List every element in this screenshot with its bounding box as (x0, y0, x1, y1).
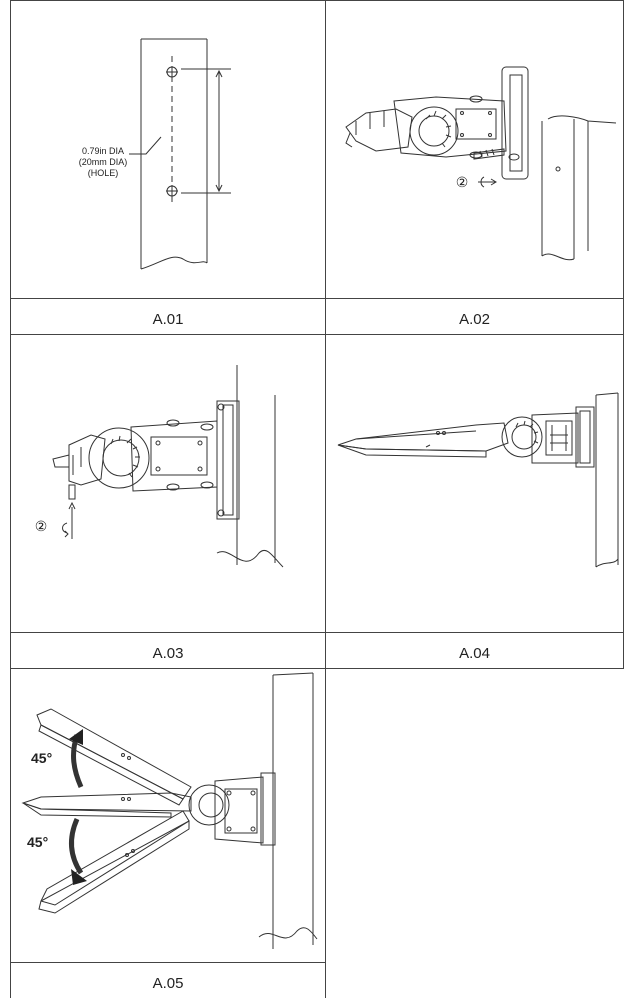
bracket-attach-drawing: ② (345, 66, 617, 261)
caption-a04: A.04 (459, 645, 490, 662)
step-number-2: ② (35, 518, 48, 534)
label-dia-mm: (20mm DIA) (79, 157, 128, 167)
caption-a02: A.02 (459, 311, 490, 328)
arm-screw-drawing: ② (35, 365, 284, 568)
instruction-grid: 0.79in DIA (20mm DIA) (HOLE) A.01 (10, 0, 624, 998)
arm-installed-drawing (337, 392, 619, 568)
pole-hole-drawing: 0.79in DIA (20mm DIA) (HOLE) (79, 38, 231, 270)
panel-a05: 45° 45° (11, 669, 325, 962)
caption-a05: A.05 (152, 975, 184, 992)
label-hole: (HOLE) (88, 168, 119, 178)
label-angle-up: 45° (31, 750, 52, 766)
panel-a01: 0.79in DIA (20mm DIA) (HOLE) (11, 1, 325, 298)
label-dia-in: 0.79in DIA (82, 146, 124, 156)
panel-a04 (326, 335, 623, 632)
arm-tilt-drawing: 45° 45° (21, 672, 318, 949)
panel-a02: ② (326, 1, 623, 298)
step-number-2: ② (456, 174, 469, 190)
label-angle-down: 45° (27, 834, 48, 850)
caption-a03: A.03 (152, 645, 184, 662)
caption-a01: A.01 (152, 311, 184, 328)
panel-a03: ② (11, 335, 325, 632)
